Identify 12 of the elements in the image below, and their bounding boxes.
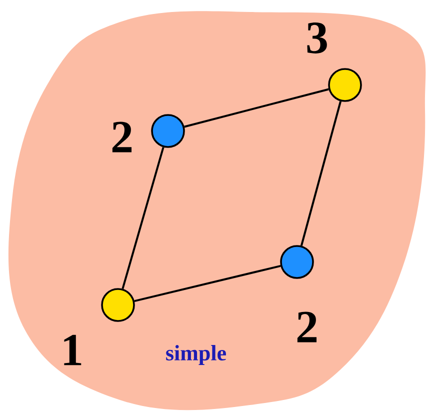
vertex-number: 1 bbox=[64, 334, 82, 366]
edge-line bbox=[134, 264, 281, 302]
vertex-number: 3 bbox=[307, 22, 327, 54]
edge-line bbox=[300, 101, 342, 246]
vertex-circle bbox=[328, 68, 362, 102]
vertex-number: 2 bbox=[297, 312, 317, 342]
edge-line bbox=[184, 88, 329, 128]
vertex-number: 2 bbox=[112, 122, 132, 152]
edge-line bbox=[122, 146, 164, 290]
vertex-circle bbox=[101, 288, 135, 322]
vertex-circle bbox=[280, 245, 314, 279]
vertex-circle bbox=[151, 114, 185, 148]
